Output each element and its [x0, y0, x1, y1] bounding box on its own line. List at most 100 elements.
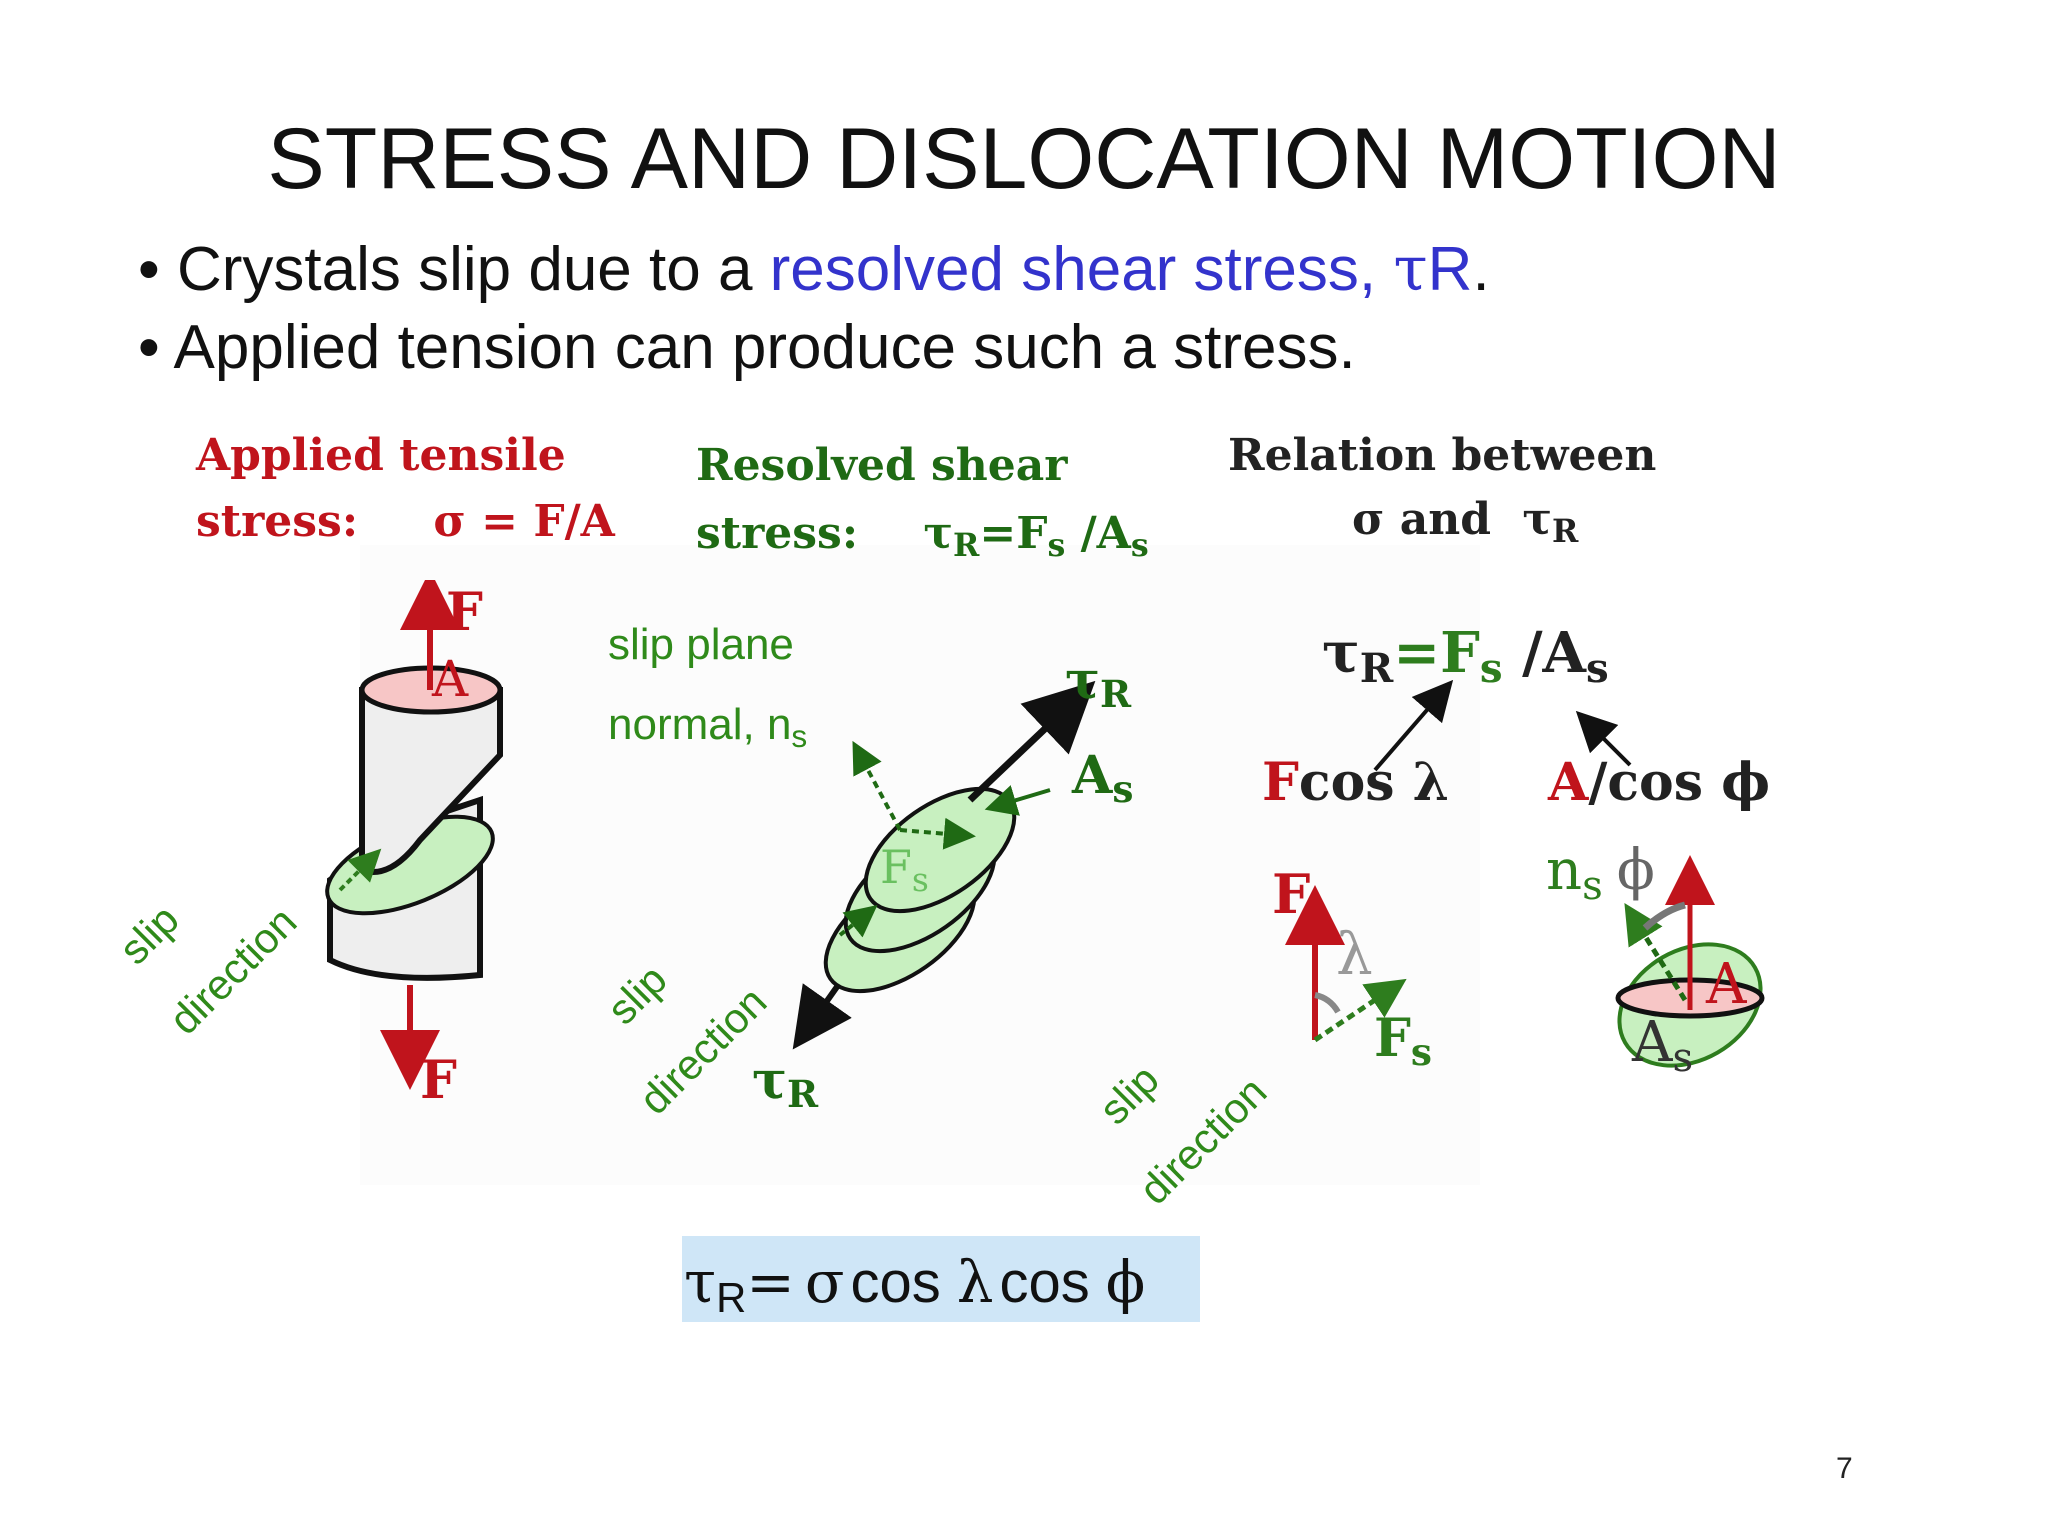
panel-2-eq: =F — [979, 508, 1048, 559]
panel-2-normal-label-1: slip plane — [608, 620, 794, 669]
panel-3-acos-a: A — [1548, 752, 1589, 813]
panel-3-as-sub: s — [1672, 1034, 1694, 1082]
formula-lambda: λ — [956, 1248, 994, 1316]
panel-3-as-label: As — [1632, 1010, 1693, 1081]
panel-3-fs-sub: s — [1410, 1030, 1432, 1075]
panel-2-tau-top: τR — [1065, 650, 1131, 716]
panel-2-tau-top-sub: R — [1100, 672, 1132, 717]
bullet-marker: • — [138, 313, 160, 382]
panel-1-slip-label: slip — [110, 895, 188, 974]
bullet-2-text: Applied tension can produce such a stres… — [173, 313, 1356, 382]
panel-2-as-text: A — [1072, 745, 1113, 806]
panel-2-tau-bottom-sub: R — [787, 1072, 819, 1117]
panel-3-fcos-f: F — [1262, 752, 1299, 813]
relation-figure — [1285, 680, 1765, 1068]
panel-3-tau: τ — [1522, 494, 1552, 545]
bullet-1-highlight: resolved shear stress, — [769, 235, 1394, 304]
panel-3-eq-as-sub: s — [1586, 644, 1609, 693]
phi-arc — [1642, 901, 1686, 931]
slip-arrow — [338, 848, 382, 892]
as-arrow — [984, 785, 1051, 816]
fs-arrow — [899, 817, 976, 850]
slip-planes-figure — [792, 680, 1096, 1050]
lambda-arc — [1314, 992, 1341, 1014]
cylinder-figure — [325, 580, 503, 1090]
panel-1-area-label: A — [432, 650, 469, 708]
page-number: 7 — [1836, 1452, 1853, 1485]
tau-arrow-top — [967, 680, 1096, 803]
panel-2-tau-top-symbol: τ — [1065, 650, 1100, 711]
panel-1-heading-line1: Applied tensile — [196, 430, 566, 481]
panel-2-as-label: As — [1072, 745, 1133, 811]
panel-3-force-label: F — [1272, 862, 1311, 926]
panel-3-sigma: σ — [1352, 494, 1385, 545]
panel-2-normal-sub: s — [791, 717, 808, 754]
formula-tau: τ — [684, 1248, 717, 1316]
panel-2-stress-label: stress: — [696, 508, 859, 559]
panel-3-eq-tau-sub: R — [1359, 644, 1394, 693]
fcos-pointer-arrow — [1373, 680, 1454, 772]
formula-cos-2: cos — [999, 1250, 1090, 1315]
panel-2-tau-bottom-symbol: τ — [752, 1050, 787, 1111]
panel-2-slash: /A — [1065, 508, 1131, 559]
panel-2-heading-line2: stress: τR=Fs /As — [696, 508, 1149, 564]
panel-3-a-label: A — [1706, 952, 1747, 1017]
panel-3-lambda-label: λ — [1336, 920, 1373, 988]
panel-2-tau-bottom: τR — [752, 1050, 818, 1116]
panel-3-acos: A/cos ϕ — [1548, 752, 1770, 813]
panel-2-normal-label-2: normal, ns — [608, 700, 807, 754]
panel-1-force-bottom: F — [420, 1050, 457, 1111]
panel-3-as-text: A — [1632, 1010, 1673, 1075]
panel-2-as-label-sub: s — [1112, 767, 1134, 812]
panel-3-phi-label: ϕ — [1616, 838, 1655, 903]
panel-3-fs-label: Fs — [1374, 1008, 1432, 1074]
panel-2-normal-text: normal, n — [608, 700, 792, 749]
formula-sigma: σ — [804, 1248, 845, 1316]
panel-1-force-top: F — [446, 582, 483, 643]
panel-1-direction-label: direction — [160, 897, 306, 1044]
fs-vector — [1313, 978, 1407, 1043]
bullet-2: • Applied tension can produce such a str… — [138, 312, 1356, 383]
tau-subscript: R — [1427, 235, 1473, 304]
panel-2-tau-sub: R — [953, 526, 980, 564]
normal-arrow — [852, 740, 902, 831]
panel-3-eq-fs-sub: s — [1479, 644, 1503, 693]
bullet-marker: • — [138, 235, 160, 304]
slip-arrow-2 — [838, 905, 878, 938]
panel-2-tau: τ — [923, 508, 953, 559]
bullet-1: • Crystals slip due to a resolved shear … — [138, 232, 1490, 305]
panel-3-eq-tau: τ — [1322, 620, 1360, 686]
panel-3-eq-as: /A — [1502, 620, 1586, 686]
panel-2-as-sub: s — [1130, 526, 1149, 564]
panel-3-ns-text: n — [1546, 838, 1583, 903]
slide-title: STRESS AND DISLOCATION MOTION — [267, 111, 1781, 207]
bullet-1-end: . — [1472, 235, 1490, 304]
bullet-1-text: Crystals slip due to a — [176, 235, 770, 304]
acos-pointer-arrow — [1575, 710, 1632, 767]
panel-3-fcos-rest: cos λ — [1298, 752, 1450, 813]
panel-3-and: and — [1384, 494, 1507, 545]
panel-2-heading-line1: Resolved shear — [696, 440, 1068, 491]
formula-tau-sub: R — [716, 1274, 747, 1322]
panel-3-tau-sub: R — [1551, 512, 1579, 550]
panel-3-equation: τR=Fs /As — [1322, 620, 1609, 692]
panel-1-formula: σ = F/A — [433, 496, 615, 547]
panel-2-fs-label: Fs — [880, 840, 929, 899]
tau-symbol: τ — [1393, 232, 1428, 305]
panel-1-heading-line2: stress: σ = F/A — [196, 496, 615, 547]
panel-3-heading-line2: σ and τR — [1352, 494, 1578, 550]
panel-1-stress-label: stress: — [196, 496, 359, 547]
formula-phi: ϕ — [1105, 1248, 1146, 1316]
panel-2-fs-sub: s — [1047, 526, 1066, 564]
panel-3-fcos: Fcos λ — [1262, 752, 1449, 813]
panel-3-ns-sub: s — [1582, 862, 1603, 910]
panel-3-acos-rest: /cos ϕ — [1588, 752, 1771, 813]
panel-2-fs-text: F — [880, 840, 912, 894]
formula-cos-1: cos — [850, 1250, 941, 1315]
panel-2-fs-label-sub: s — [911, 860, 929, 900]
normal-vector — [1624, 903, 1688, 1002]
panel-3-heading-line1: Relation between — [1228, 430, 1657, 481]
